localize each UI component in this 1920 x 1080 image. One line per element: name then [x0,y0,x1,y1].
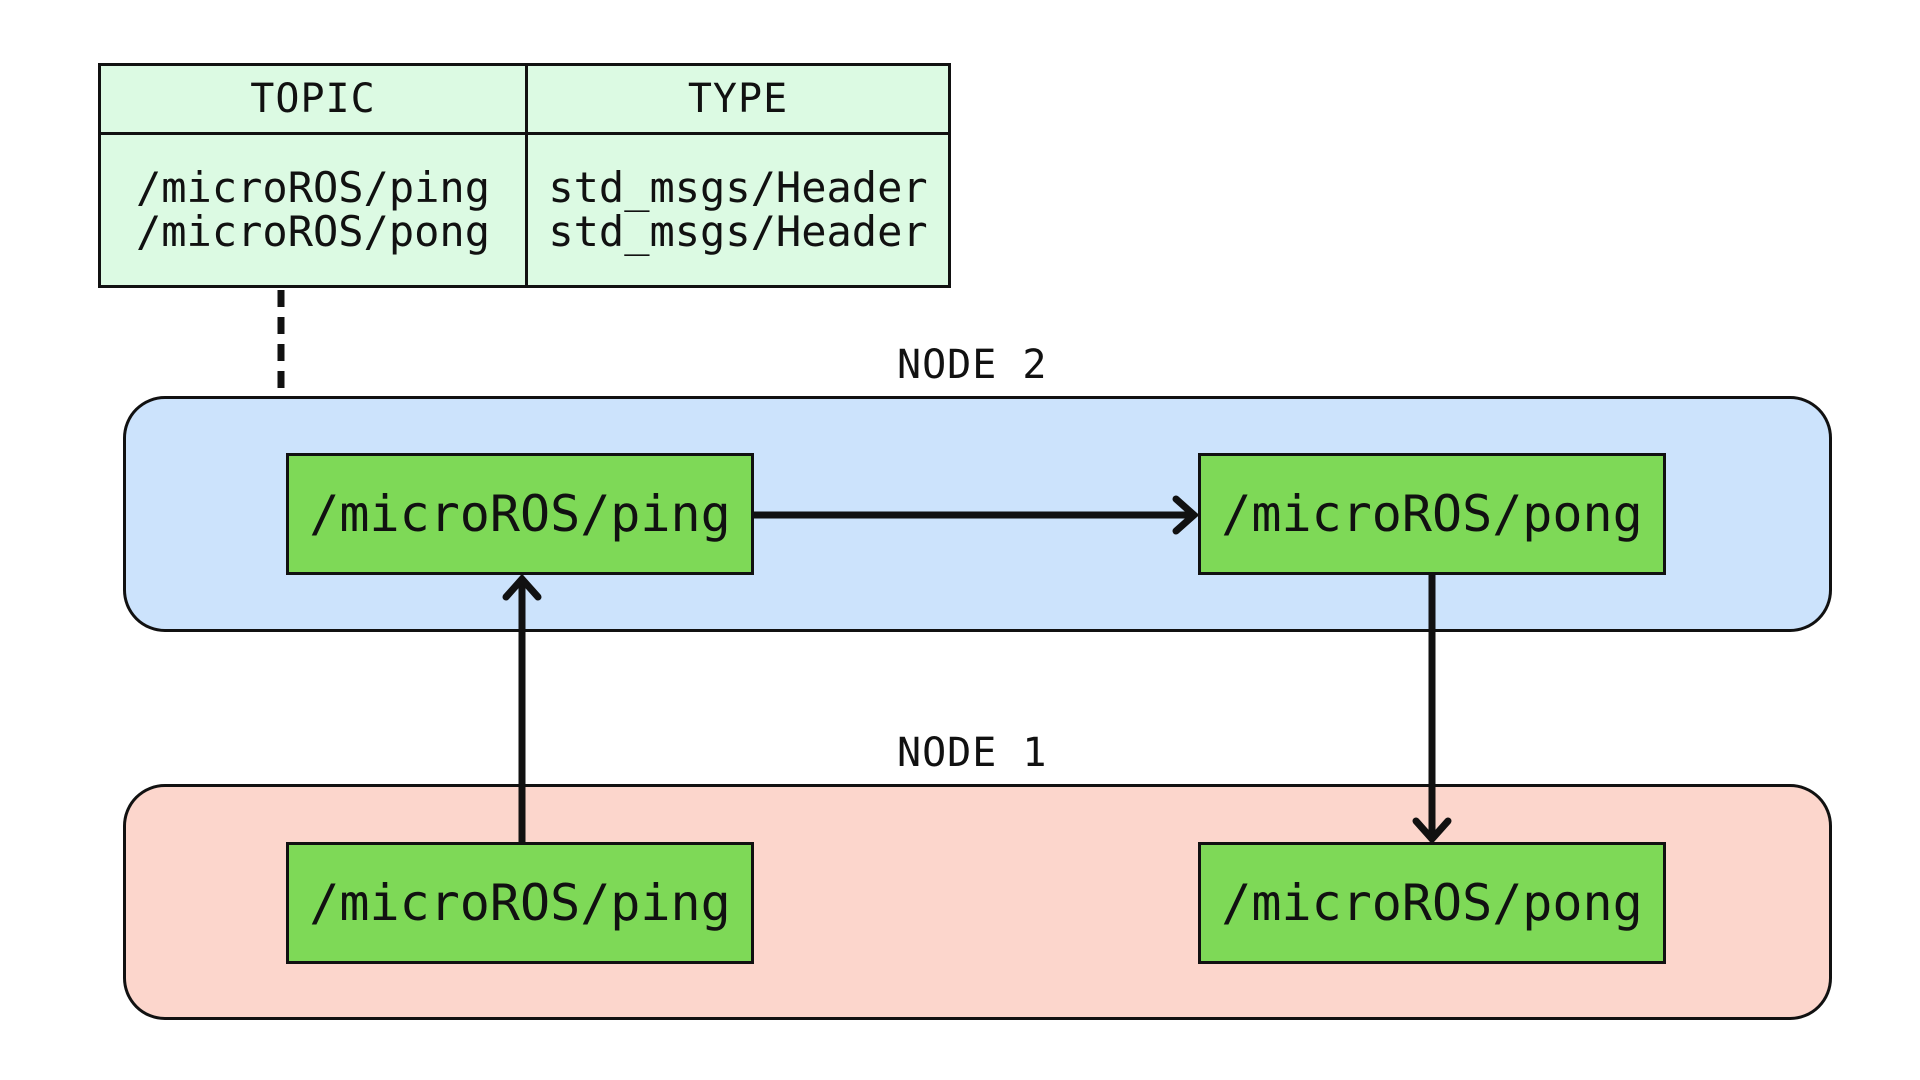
topic-type-table: TOPIC TYPE /microROS/ping /microROS/pong… [98,63,951,288]
table-types-cell: std_msgs/Header std_msgs/Header [548,163,928,256]
node-1-pong-topic: /microROS/pong [1198,842,1666,964]
node-2-pong-topic: /microROS/pong [1198,453,1666,575]
node-1-ping-topic: /microROS/ping [286,842,754,964]
node-2-label: NODE 2 [897,342,1048,388]
table-header-type: TYPE [528,66,948,135]
node-2-ping-topic: /microROS/ping [286,453,754,575]
node-1-label: NODE 1 [897,730,1048,776]
table-topics-cell: /microROS/ping /microROS/pong [101,135,528,285]
table-header-topic: TOPIC [101,66,528,135]
